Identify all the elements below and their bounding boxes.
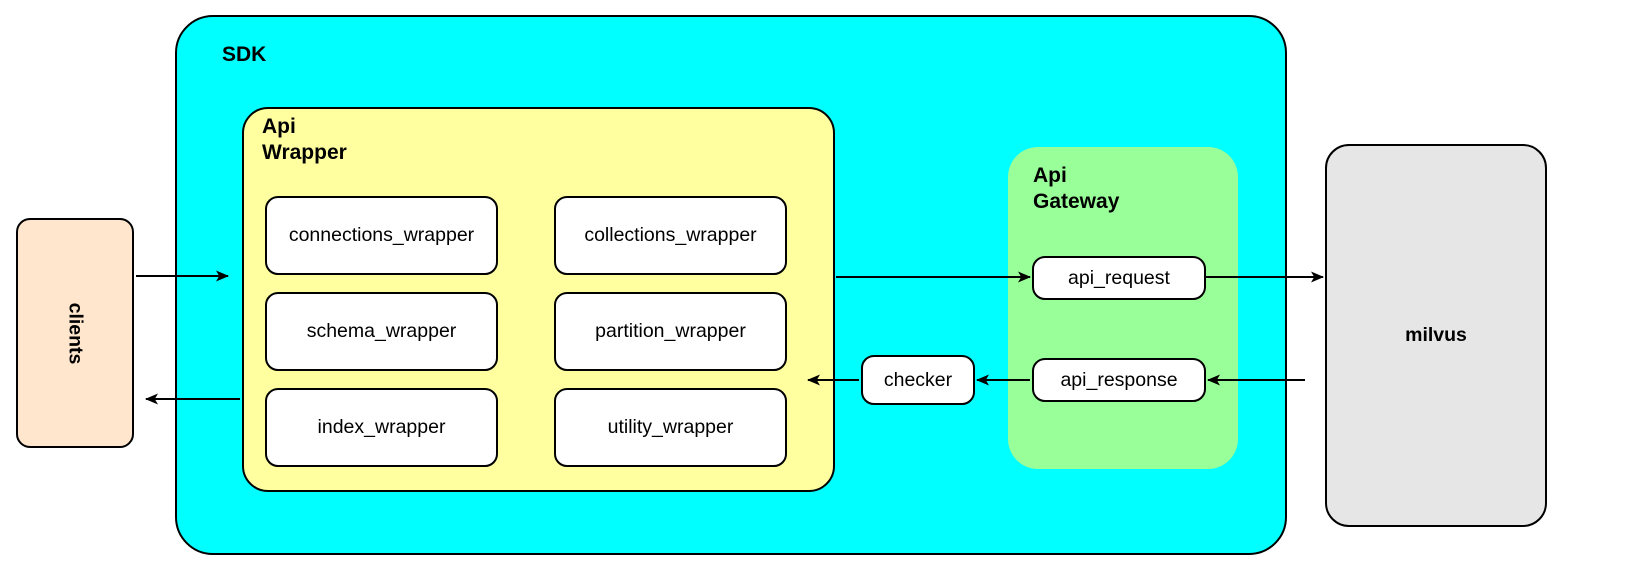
node-index-wrapper[interactable]: index_wrapper bbox=[265, 388, 498, 467]
node-partition-wrapper[interactable]: partition_wrapper bbox=[554, 292, 787, 371]
node-utility-wrapper[interactable]: utility_wrapper bbox=[554, 388, 787, 467]
milvus-label-wrap: milvus bbox=[1327, 146, 1545, 525]
milvus-node[interactable]: milvus bbox=[1325, 144, 1547, 527]
clients-node[interactable]: clients bbox=[16, 218, 134, 448]
clients-label-wrap: clients bbox=[18, 220, 132, 446]
node-checker[interactable]: checker bbox=[861, 355, 975, 405]
node-api-response[interactable]: api_response bbox=[1032, 358, 1206, 402]
clients-label: clients bbox=[64, 302, 87, 364]
api-gateway-container[interactable] bbox=[1008, 147, 1238, 469]
node-api-request[interactable]: api_request bbox=[1032, 256, 1206, 300]
milvus-label: milvus bbox=[1405, 324, 1467, 346]
node-schema-wrapper[interactable]: schema_wrapper bbox=[265, 292, 498, 371]
node-connections-wrapper[interactable]: connections_wrapper bbox=[265, 196, 498, 275]
node-collections-wrapper[interactable]: collections_wrapper bbox=[554, 196, 787, 275]
